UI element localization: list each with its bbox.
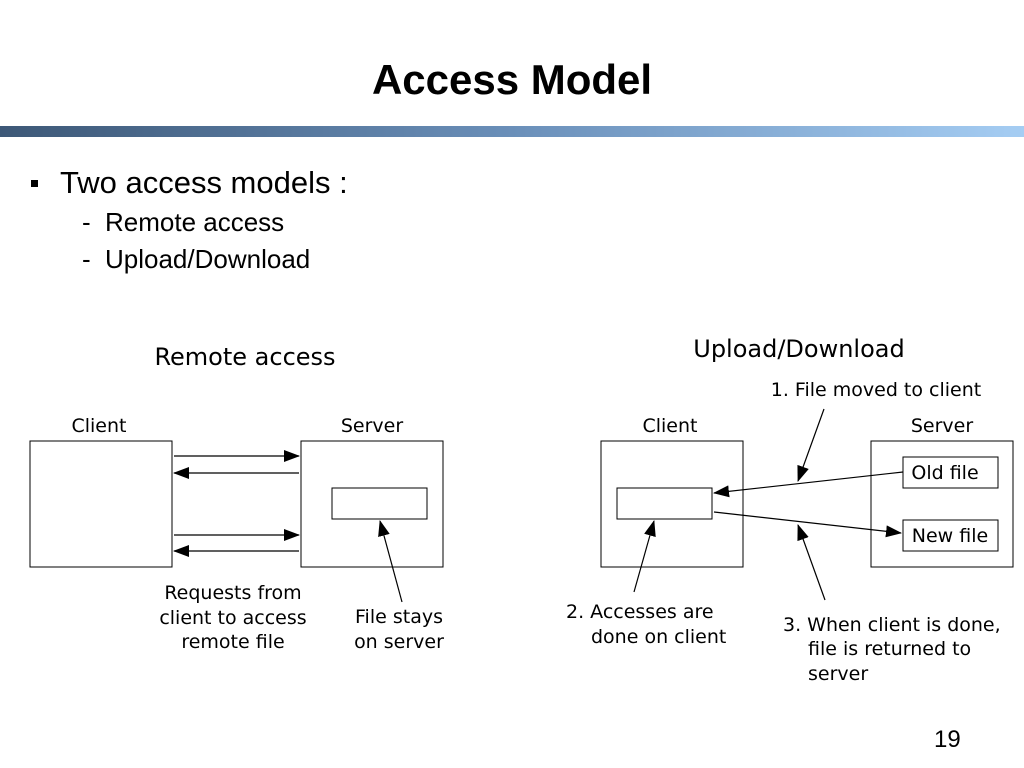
move-to-client-arrow bbox=[713, 471, 904, 498]
caption-line: on server bbox=[354, 631, 444, 653]
step2-pointer-arrow bbox=[633, 520, 656, 593]
remote-server-label: Server bbox=[341, 415, 403, 437]
square-bullet-icon bbox=[31, 180, 38, 187]
old-file-box bbox=[902, 456, 999, 489]
file-stays-pointer-arrow bbox=[378, 520, 403, 603]
upload-download-heading: Upload/Download bbox=[693, 335, 904, 363]
sub-item-remote-access: -Remote access bbox=[82, 206, 284, 238]
caption-line: client to access bbox=[159, 607, 306, 629]
bullet-two-access-models: Two access models : bbox=[60, 165, 348, 200]
ud-client-label: Client bbox=[642, 415, 697, 437]
caption-line: File stays bbox=[355, 606, 443, 628]
caption-line: Requests from bbox=[164, 582, 301, 604]
client-file-box bbox=[616, 487, 713, 520]
upload-download-diagram: Upload/Download 1. File moved to client … bbox=[566, 335, 1014, 685]
file-stays-caption: File stays on server bbox=[354, 606, 444, 653]
step2-caption: 2. Accesses are done on client bbox=[566, 601, 726, 648]
title-divider bbox=[0, 126, 1024, 137]
remote-access-diagram: Remote access Client Server Requests fro… bbox=[29, 343, 444, 653]
new-file-box bbox=[902, 519, 999, 552]
page-number: 19 bbox=[934, 726, 961, 753]
old-file-label: Old file bbox=[911, 462, 978, 484]
ud-server-label: Server bbox=[911, 415, 973, 437]
remote-client-label: Client bbox=[71, 415, 126, 437]
caption-line: 3. When client is done, bbox=[783, 614, 1001, 636]
sub-item-upload-download: -Upload/Download bbox=[82, 243, 310, 275]
caption-line: done on client bbox=[591, 626, 726, 648]
sub-item-label: Upload/Download bbox=[105, 244, 311, 274]
requests-caption: Requests from client to access remote fi… bbox=[159, 582, 306, 653]
caption-line: 2. Accesses are bbox=[566, 601, 714, 623]
remote-access-heading: Remote access bbox=[154, 343, 335, 371]
slide-title: Access Model bbox=[371, 56, 653, 103]
dash-marker: - bbox=[82, 207, 91, 237]
caption-line: remote file bbox=[181, 631, 284, 653]
step3-caption: 3. When client is done, file is returned… bbox=[783, 614, 1001, 685]
step1-pointer-arrow bbox=[797, 408, 825, 482]
caption-line: file is returned to bbox=[808, 638, 971, 660]
caption-line: server bbox=[808, 663, 868, 685]
step3-pointer-arrow bbox=[797, 524, 826, 601]
sub-item-label: Remote access bbox=[105, 207, 285, 237]
remote-client-box bbox=[29, 440, 173, 568]
new-file-label: New file bbox=[912, 525, 988, 547]
step1-label: 1. File moved to client bbox=[771, 379, 981, 401]
return-to-server-arrow bbox=[713, 511, 902, 538]
remote-file-box bbox=[331, 487, 428, 520]
dash-marker: - bbox=[82, 244, 91, 274]
